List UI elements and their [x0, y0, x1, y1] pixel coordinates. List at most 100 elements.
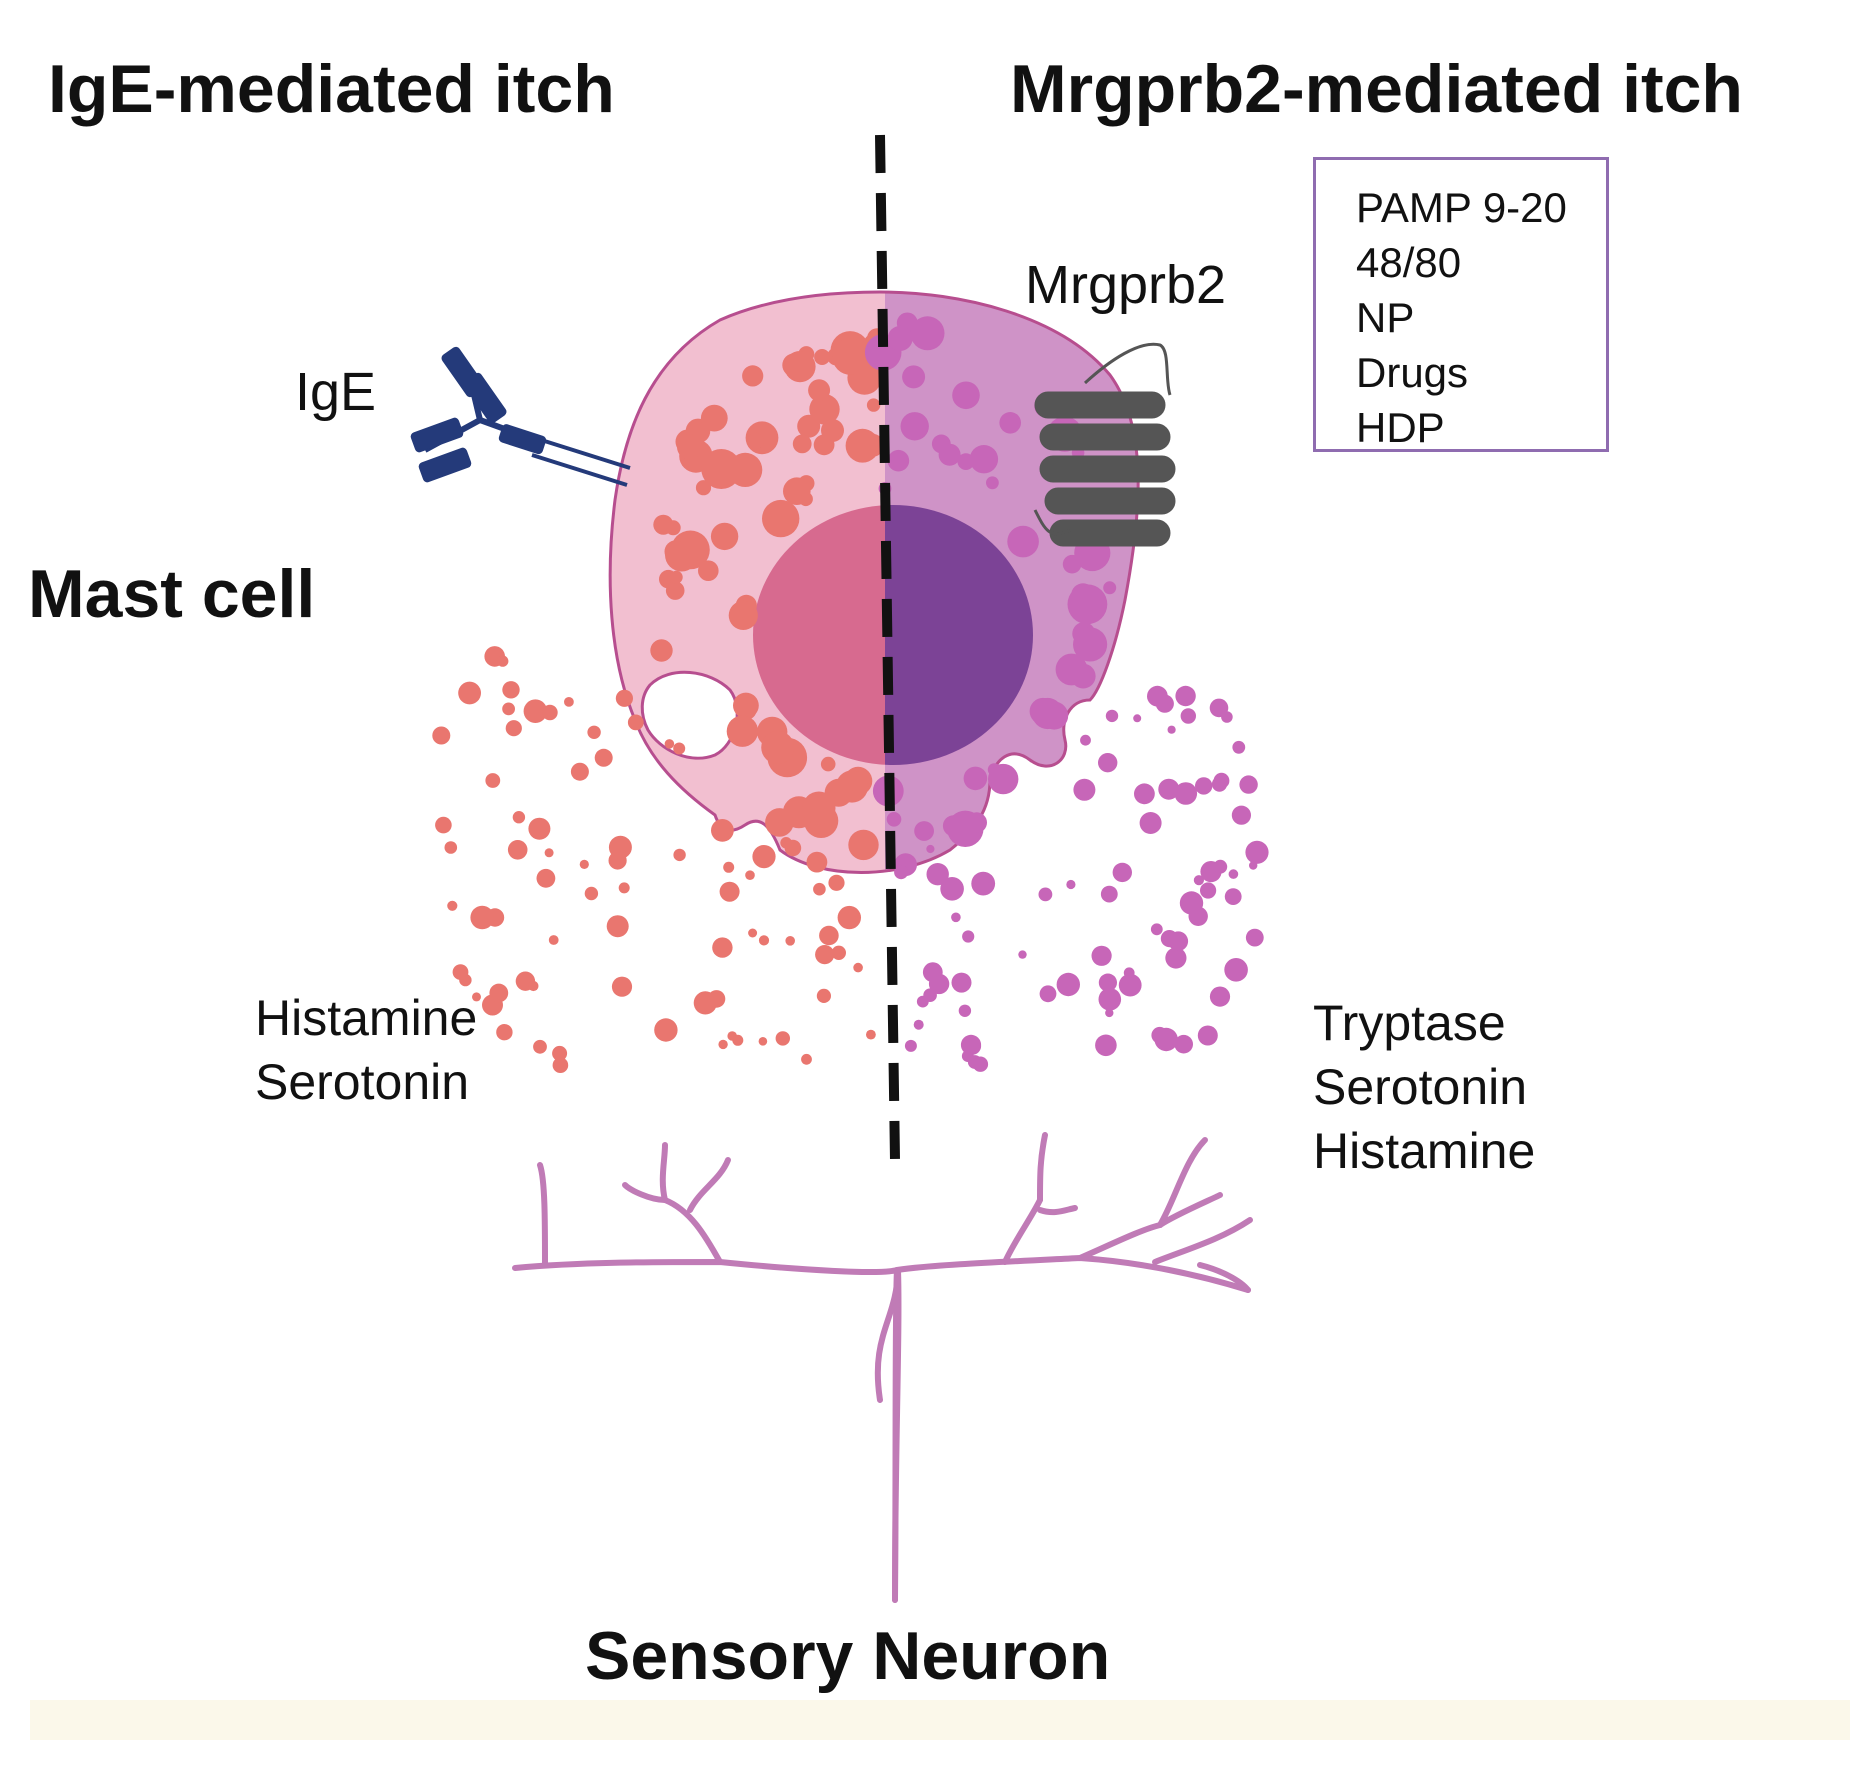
granule: [952, 381, 980, 410]
released-granule: [831, 945, 846, 960]
granule: [677, 434, 703, 460]
released-granule: [913, 1019, 924, 1030]
ligand-item: HDP: [1356, 404, 1445, 451]
released-granule: [673, 848, 686, 862]
released-granule: [940, 877, 964, 901]
mediator-label: Histamine: [1313, 1123, 1536, 1179]
released-granule: [1213, 859, 1228, 874]
mediator-label: Tryptase: [1313, 995, 1506, 1051]
granule: [910, 316, 945, 351]
title-mrgprb2-mediated-itch: Mrgprb2-mediated itch: [1010, 51, 1743, 127]
released-granule: [1091, 945, 1112, 966]
nucleus-left: [753, 505, 885, 765]
released-granule: [1160, 930, 1178, 948]
granule: [698, 560, 719, 581]
released-granule: [1118, 973, 1142, 997]
released-granule: [958, 1004, 972, 1017]
mediator-label: Serotonin: [255, 1054, 470, 1110]
granule: [809, 394, 840, 425]
vacuole: [640, 670, 739, 760]
released-granule: [962, 930, 975, 943]
released-granule: [673, 742, 686, 755]
granule: [808, 379, 831, 402]
released-granule: [1105, 1008, 1114, 1018]
granule: [669, 570, 683, 584]
released-granule: [904, 1039, 917, 1052]
granule: [728, 600, 758, 631]
released-granule: [606, 915, 629, 938]
released-granule: [1174, 782, 1198, 805]
ligand-box: PAMP 9-20 48/80 NP Drugs HDP: [1313, 157, 1609, 452]
released-granule: [951, 972, 972, 993]
mast-cell: [608, 290, 1140, 874]
released-granule: [1165, 947, 1187, 969]
granule: [761, 730, 795, 764]
ligand-item: Drugs: [1356, 349, 1469, 396]
released-granule: [1066, 879, 1076, 890]
released-granule: [564, 697, 574, 707]
granule: [701, 449, 742, 489]
granule: [695, 480, 712, 496]
released-granule: [664, 739, 675, 749]
released-granule: [1174, 1034, 1193, 1054]
released-granule: [505, 720, 522, 737]
granule: [866, 398, 881, 412]
released-granule: [1100, 885, 1118, 903]
released-granule: [1098, 973, 1117, 992]
ige-antibody-icon: [410, 346, 631, 487]
released-granule: [816, 988, 832, 1004]
sensory-neuron-icon: [512, 1132, 1253, 1603]
released-granule: [587, 725, 601, 739]
released-granule: [806, 851, 828, 873]
granule: [900, 412, 929, 441]
released-granule: [1209, 698, 1229, 718]
released-granule: [752, 845, 776, 869]
released-granule: [528, 817, 551, 840]
released-granule: [1200, 882, 1217, 899]
granule: [664, 540, 688, 563]
released-granule: [1154, 1027, 1178, 1052]
released-granule: [1158, 778, 1180, 800]
granule: [747, 432, 764, 450]
granule: [848, 829, 879, 861]
released-granule: [1239, 775, 1258, 794]
released-granule: [1098, 988, 1122, 1011]
released-granule: [1249, 861, 1258, 870]
title-ige-mediated-itch: IgE-mediated itch: [48, 51, 615, 127]
released-granule: [472, 992, 481, 1002]
released-granule: [611, 976, 633, 997]
released-granule: [1155, 694, 1174, 713]
released-granule: [1150, 923, 1163, 936]
released-granule: [536, 868, 556, 888]
released-granule: [552, 1045, 568, 1061]
granule: [765, 808, 794, 837]
released-granule: [1133, 714, 1142, 723]
granule: [988, 763, 1019, 795]
released-granule: [502, 681, 520, 699]
released-granule: [496, 1023, 513, 1041]
released-granule: [654, 1018, 678, 1042]
released-granule: [971, 871, 996, 896]
released-granule: [758, 1037, 768, 1046]
released-granule: [594, 748, 613, 767]
released-granule: [837, 905, 861, 930]
released-granule: [1018, 950, 1027, 959]
released-list-left: Histamine Serotonin: [255, 993, 477, 1121]
released-mediators-right: [894, 685, 1269, 1072]
label-mrgprb2: Mrgprb2: [1025, 255, 1227, 315]
granule: [1032, 697, 1064, 730]
granule: [1073, 627, 1108, 662]
granule: [914, 821, 934, 841]
granule: [820, 756, 836, 772]
released-granule: [485, 773, 501, 788]
mediator-label: Serotonin: [1313, 1059, 1528, 1115]
ligand-item: NP: [1356, 294, 1415, 341]
released-granule: [711, 819, 734, 842]
released-granule: [552, 1057, 569, 1073]
granule: [802, 791, 836, 825]
granule: [902, 365, 926, 389]
released-granule: [785, 936, 795, 946]
released-granule: [894, 865, 909, 880]
released-granule: [1105, 709, 1119, 723]
released-granule: [707, 990, 726, 1008]
